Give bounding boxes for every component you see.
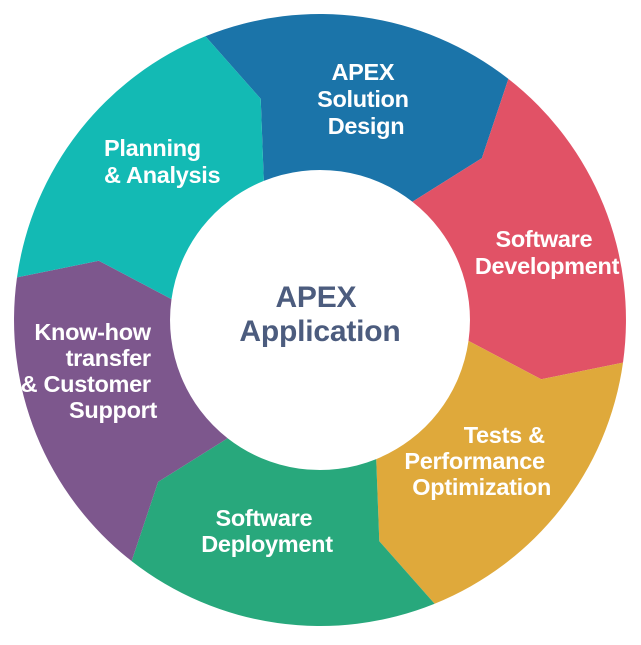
segment-label-line: Design	[328, 113, 405, 139]
segment-software-deployment-shape	[131, 438, 435, 626]
segment-label-line: Support	[69, 397, 157, 423]
segment-know-how-transfer-customer-support-shape	[14, 260, 228, 562]
segment-label-line: Software	[215, 505, 312, 531]
segment-software-development-label: Software Development	[475, 226, 620, 279]
segment-tests-performance-optimization-label: Tests & Performance Optimization	[404, 422, 551, 500]
segment-label-line: Performance	[404, 448, 545, 474]
segment-label-line: Software	[495, 226, 592, 252]
segment-apex-solution-design-label: APEX Solution Design	[317, 59, 415, 139]
segment-software-development-shape	[412, 78, 626, 380]
segment-label-line: Tests &	[464, 422, 545, 448]
segment-label-line: Solution	[317, 86, 409, 112]
segment-know-how-transfer-customer-support-label: Know-how transfer & Customer Support	[21, 319, 158, 423]
center-hub-label: APEX Application	[239, 281, 400, 348]
segment-software-deployment-label: Software Deployment	[201, 505, 333, 557]
segment-planning-analysis-shape	[17, 36, 264, 300]
segment-planning-analysis-label: Planning & Analysis	[104, 135, 221, 188]
segment-label-line: APEX	[331, 59, 394, 85]
segment-label-line: Planning	[104, 135, 201, 161]
segment-label-line: Deployment	[201, 531, 333, 557]
segment-label-line: Optimization	[412, 474, 551, 500]
segment-label-line: Know-how	[34, 319, 151, 345]
segment-label-line: & Analysis	[104, 162, 221, 188]
segment-label-line: transfer	[66, 345, 151, 371]
segment-apex-solution-design-shape	[205, 14, 509, 202]
segment-label-line: & Customer	[21, 371, 151, 397]
segment-tests-performance-optimization-shape	[376, 340, 623, 604]
center-label-line: Application	[239, 315, 400, 348]
segment-label-line: Development	[475, 253, 620, 279]
center-label-line: APEX	[275, 281, 356, 314]
